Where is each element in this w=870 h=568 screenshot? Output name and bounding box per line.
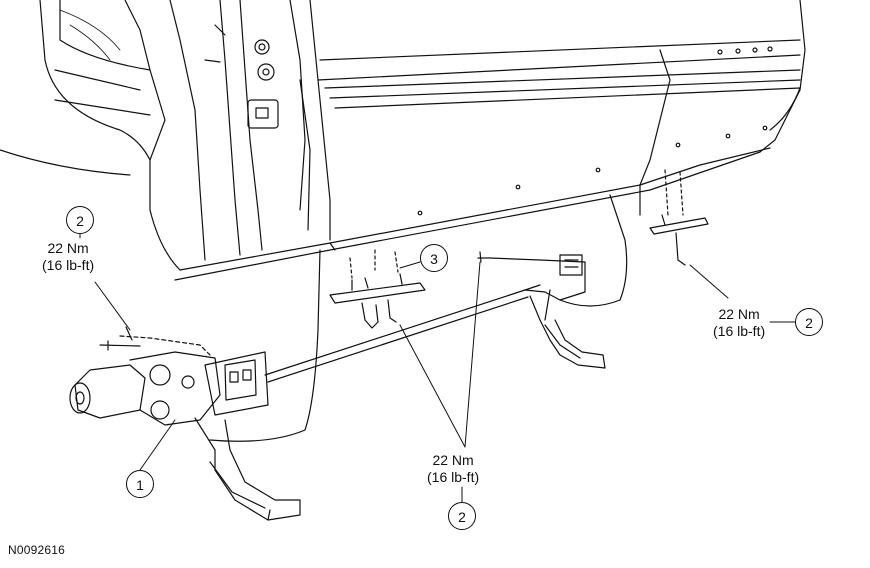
torque-lbft-left: (16 lb-ft) [42, 257, 95, 273]
rear-bracket [649, 169, 709, 266]
torque-label-center: 22 Nm (16 lb-ft) [425, 452, 482, 486]
torque-nm-right: 22 Nm [718, 306, 760, 322]
motor-assembly [69, 326, 301, 521]
callout-1: 1 [126, 470, 154, 498]
callout-3: 3 [420, 244, 448, 272]
callout-2-right: 2 [795, 308, 823, 336]
rocker-panel [174, 0, 806, 281]
lower-panels [209, 184, 641, 442]
callout-2-left: 2 [66, 206, 94, 234]
vehicle-body-structure [0, 0, 311, 271]
step-pad-bracket [329, 249, 426, 329]
center-bracket [477, 251, 606, 369]
figure-id: N0092616 [8, 543, 65, 557]
torque-nm-center: 22 Nm [432, 452, 474, 468]
callout-2-center: 2 [448, 502, 476, 530]
torque-label-right: 22 Nm (16 lb-ft) [711, 306, 768, 340]
torque-lbft-center: (16 lb-ft) [427, 469, 480, 485]
torque-label-left: 22 Nm (16 lb-ft) [40, 240, 97, 274]
torque-nm-left: 22 Nm [47, 240, 89, 256]
drive-cable [264, 284, 541, 383]
torque-lbft-right: (16 lb-ft) [713, 323, 766, 339]
